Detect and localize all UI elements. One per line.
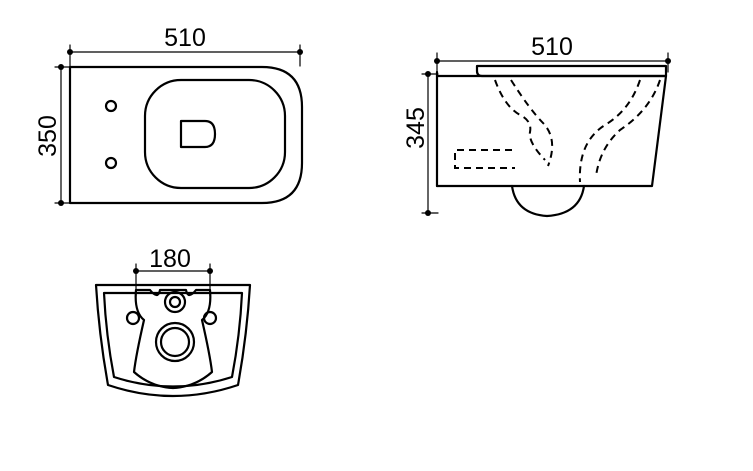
side-view-body-outline: [435, 74, 668, 188]
side-view-height-label: 345: [402, 107, 430, 149]
bolt-spacing-dimension: 180: [133, 245, 213, 297]
rear-view-inner-frame: [102, 291, 244, 388]
side-view-outlet-pipe: [454, 149, 515, 169]
side-view-trap-channel: [595, 79, 661, 177]
water-inlet-icon: [163, 290, 187, 314]
rear-view-central-boss: [132, 288, 214, 390]
side-view: 510 345: [402, 33, 671, 218]
top-view-outline: [68, 65, 304, 205]
top-view-width-label: 350: [34, 115, 62, 157]
top-view-seat: [143, 78, 287, 190]
side-view-trap-channel: [510, 79, 554, 167]
top-view-length-label: 510: [164, 24, 206, 52]
side-view-trap-channel: [494, 79, 546, 161]
bolt-hole-left-icon: [125, 310, 141, 326]
mounting-hole-icon: [104, 156, 118, 170]
side-view-seat: [475, 64, 668, 78]
top-view-lid-detail: [179, 119, 217, 149]
side-view-bowl-base: [510, 184, 586, 218]
top-view-length-dimension: 510: [67, 24, 303, 67]
water-inlet-inner-icon: [168, 295, 182, 309]
top-view-width-dimension: 350: [34, 64, 73, 206]
bolt-hole-right-icon: [202, 310, 218, 326]
rear-view-outline: [94, 283, 252, 398]
top-view: 510 350: [34, 24, 304, 206]
bolt-spacing-label: 180: [149, 245, 191, 273]
rear-view: 180: [94, 245, 252, 398]
side-view-length-dimension: 510: [434, 33, 671, 73]
mounting-hole-icon: [104, 99, 118, 113]
side-view-trap-channel: [578, 79, 641, 183]
waste-outlet-icon: [154, 321, 196, 363]
side-view-height-dimension: 345: [402, 71, 439, 216]
side-view-length-label: 510: [531, 33, 573, 61]
waste-outlet-inner-icon: [159, 326, 191, 358]
